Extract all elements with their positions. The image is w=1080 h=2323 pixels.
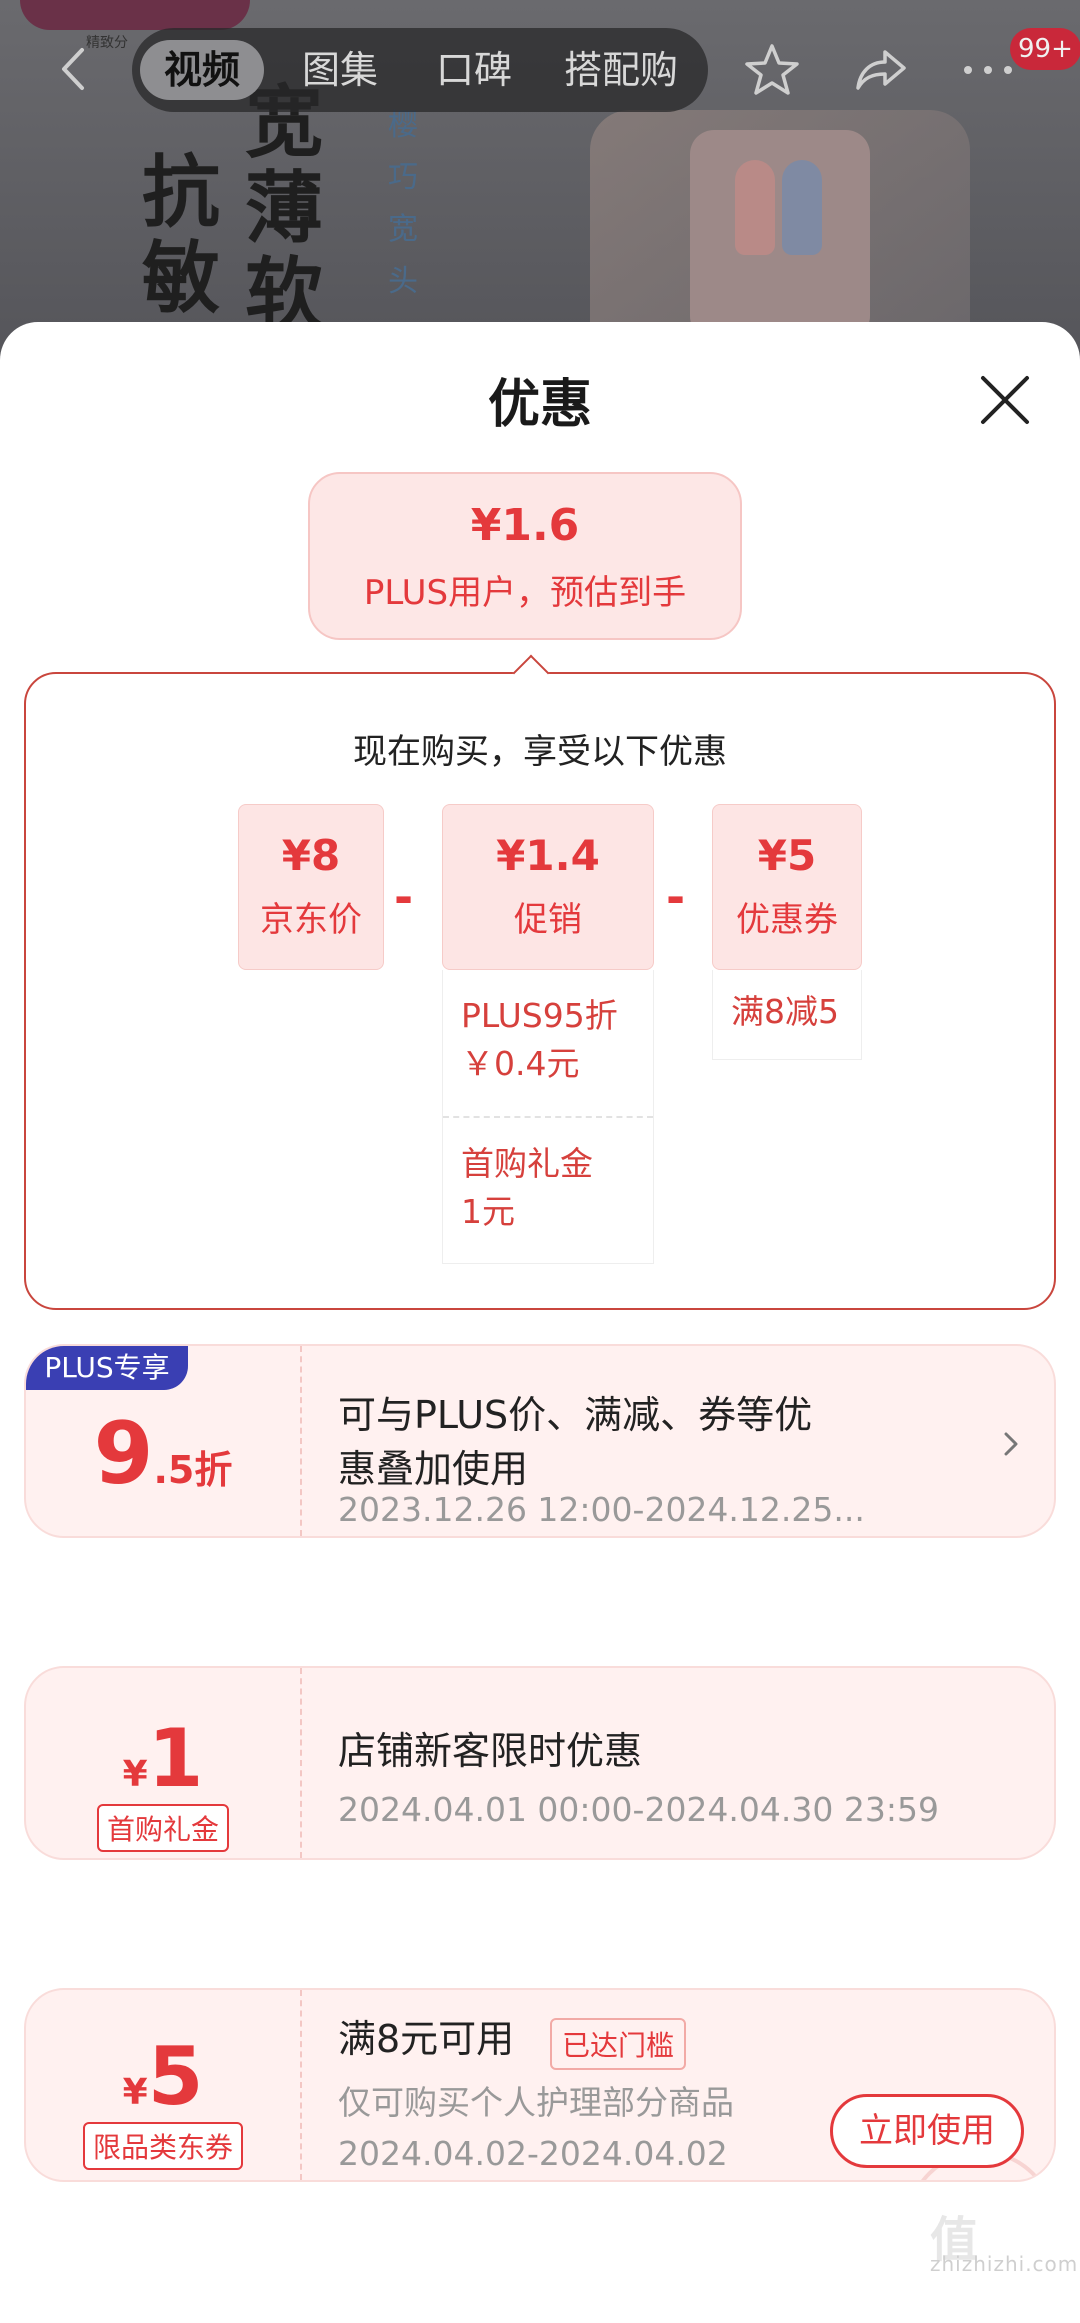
minus-sign: - bbox=[666, 870, 686, 924]
currency-symbol: ¥ bbox=[122, 2072, 148, 2113]
promo-detail-first-purchase: 首购礼金 1元 bbox=[443, 1116, 653, 1262]
card-validity-date: 2024.04.02-2024.04.02 bbox=[338, 2134, 728, 2173]
coupon-amount: ¥5 bbox=[757, 831, 817, 880]
use-now-button[interactable]: 立即使用 bbox=[830, 2094, 1024, 2168]
back-icon[interactable] bbox=[50, 44, 100, 94]
card-divider bbox=[300, 1668, 302, 1858]
promo-detail-line1: PLUS95折 bbox=[461, 996, 618, 1035]
message-count-badge: 99+ bbox=[1010, 28, 1080, 70]
plus-exclusive-tag: PLUS专享 bbox=[26, 1346, 188, 1390]
close-icon[interactable] bbox=[975, 370, 1035, 430]
promo-detail-line1: 首购礼金 bbox=[461, 1144, 593, 1183]
card-desc-line1: 可与PLUS价、满减、券等优 bbox=[338, 1393, 813, 1437]
toothbrush-head-pink bbox=[735, 160, 775, 255]
price-breakdown: 现在购买，享受以下优惠 ¥8 京东价 - ¥1.4 促销 - ¥5 优惠券 PL… bbox=[24, 654, 1056, 1310]
content-tabs: 视频 图集 口碑 搭配购 bbox=[132, 28, 708, 112]
jd-price-box: ¥8 京东价 bbox=[238, 804, 384, 970]
coupon-box: ¥5 优惠券 bbox=[712, 804, 862, 970]
gift-type-wrap: 首购礼金 bbox=[26, 1804, 300, 1852]
promotion-label: 促销 bbox=[514, 900, 582, 940]
promo-detail-line2: ￥0.4元 bbox=[461, 1044, 580, 1083]
discount-value: 9.5折 bbox=[26, 1404, 300, 1504]
gift-type-tag: 首购礼金 bbox=[96, 1804, 229, 1852]
estimated-price-box: ¥1.6 PLUS用户，预估到手 bbox=[308, 472, 742, 640]
more-icon[interactable] bbox=[958, 40, 1018, 100]
coupon-scope: 仅可购买个人护理部分商品 bbox=[338, 2083, 734, 2122]
watermark-text: zhizhizhi.com bbox=[930, 2252, 1079, 2276]
coupon-details: 满8减5 bbox=[712, 970, 862, 1060]
chevron-right-icon[interactable] bbox=[996, 1424, 1026, 1464]
jd-price-label: 京东价 bbox=[260, 900, 362, 940]
card-description: 店铺新客限时优惠 bbox=[338, 1729, 643, 1773]
product-slogan-c: 樱巧宽头 bbox=[388, 108, 418, 299]
card-validity-date: 2023.12.26 12:00-2024.12.25... bbox=[338, 1490, 865, 1529]
tab-bundle[interactable]: 搭配购 bbox=[563, 48, 678, 92]
card-validity-date: 2024.04.01 00:00-2024.04.30 23:59 bbox=[338, 1790, 939, 1829]
breakdown-heading: 现在购买，享受以下优惠 bbox=[353, 732, 727, 772]
top-nav-bar: 视频 图集 口碑 搭配购 99+ bbox=[0, 20, 1080, 120]
product-package-window bbox=[690, 130, 870, 340]
threshold-reached-badge: 已达门槛 bbox=[550, 2018, 687, 2070]
tab-video[interactable]: 视频 bbox=[140, 40, 264, 100]
currency-symbol: ¥ bbox=[122, 1754, 148, 1795]
watermark-logo: 值 bbox=[930, 2212, 979, 2268]
discount-main: 9 bbox=[93, 1404, 154, 1504]
plus-discount-card[interactable]: PLUS专享 9.5折 可与PLUS价、满减、券等优 惠叠加使用 2023.12… bbox=[24, 1344, 1056, 1538]
tab-reviews[interactable]: 口碑 bbox=[435, 48, 512, 92]
coupon-condition: 满8元可用 bbox=[338, 2017, 515, 2061]
minus-sign: - bbox=[394, 870, 414, 924]
category-coupon-card: ¥5 限品类东券 满8元可用 已达门槛 仅可购买个人护理部分商品 2024.04… bbox=[24, 1988, 1056, 2182]
jd-price-amount: ¥8 bbox=[281, 831, 341, 880]
discount-sheet: 优惠 ¥1.6 PLUS用户，预估到手 现在购买，享受以下优惠 ¥8 京东价 -… bbox=[0, 322, 1080, 2323]
product-background: 精致分 抗敏 宽薄软 樱巧宽头 视频 图集 口碑 搭配购 99+ bbox=[0, 0, 1080, 360]
tab-gallery[interactable]: 图集 bbox=[301, 48, 378, 92]
brand-logo-subtext: 精致分 bbox=[86, 35, 128, 51]
card-desc-line2: 惠叠加使用 bbox=[338, 1447, 529, 1491]
first-purchase-gift-card: ¥1 首购礼金 店铺新客限时优惠 2024.04.01 00:00-2024.0… bbox=[24, 1666, 1056, 1860]
coupon-detail-line: 满8减5 bbox=[731, 992, 839, 1031]
breakdown-notch bbox=[512, 654, 550, 692]
promotion-details: PLUS95折 ￥0.4元 首购礼金 1元 bbox=[442, 970, 654, 1264]
promotion-amount: ¥1.4 bbox=[496, 831, 600, 880]
promo-detail-line2: 1元 bbox=[461, 1192, 515, 1231]
coupon-type-tag: 限品类东券 bbox=[82, 2122, 243, 2170]
estimated-price: ¥1.6 bbox=[470, 500, 580, 551]
share-icon[interactable] bbox=[852, 40, 912, 100]
coupon-label: 优惠券 bbox=[736, 900, 838, 940]
card-description: 可与PLUS价、满减、券等优 惠叠加使用 bbox=[338, 1388, 812, 1496]
estimated-price-label: PLUS用户，预估到手 bbox=[363, 573, 687, 613]
promo-detail-plus95: PLUS95折 ￥0.4元 bbox=[443, 970, 653, 1116]
coupon-value: ¥5 bbox=[26, 2030, 300, 2123]
gift-amount: 1 bbox=[147, 1712, 204, 1805]
coupon-amount: 5 bbox=[147, 2030, 204, 2123]
product-slogan-a: 抗敏 bbox=[142, 147, 221, 324]
sheet-title: 优惠 bbox=[487, 375, 592, 435]
gift-value: ¥1 bbox=[26, 1712, 300, 1805]
star-icon[interactable] bbox=[742, 40, 802, 100]
discount-sub: .5折 bbox=[153, 1448, 233, 1492]
promotion-box: ¥1.4 促销 bbox=[442, 804, 654, 970]
coupon-type-wrap: 限品类东券 bbox=[26, 2122, 300, 2170]
card-divider bbox=[300, 1990, 302, 2180]
toothbrush-head-blue bbox=[782, 160, 822, 255]
brand-logo bbox=[20, 0, 250, 30]
card-divider bbox=[300, 1346, 302, 1536]
